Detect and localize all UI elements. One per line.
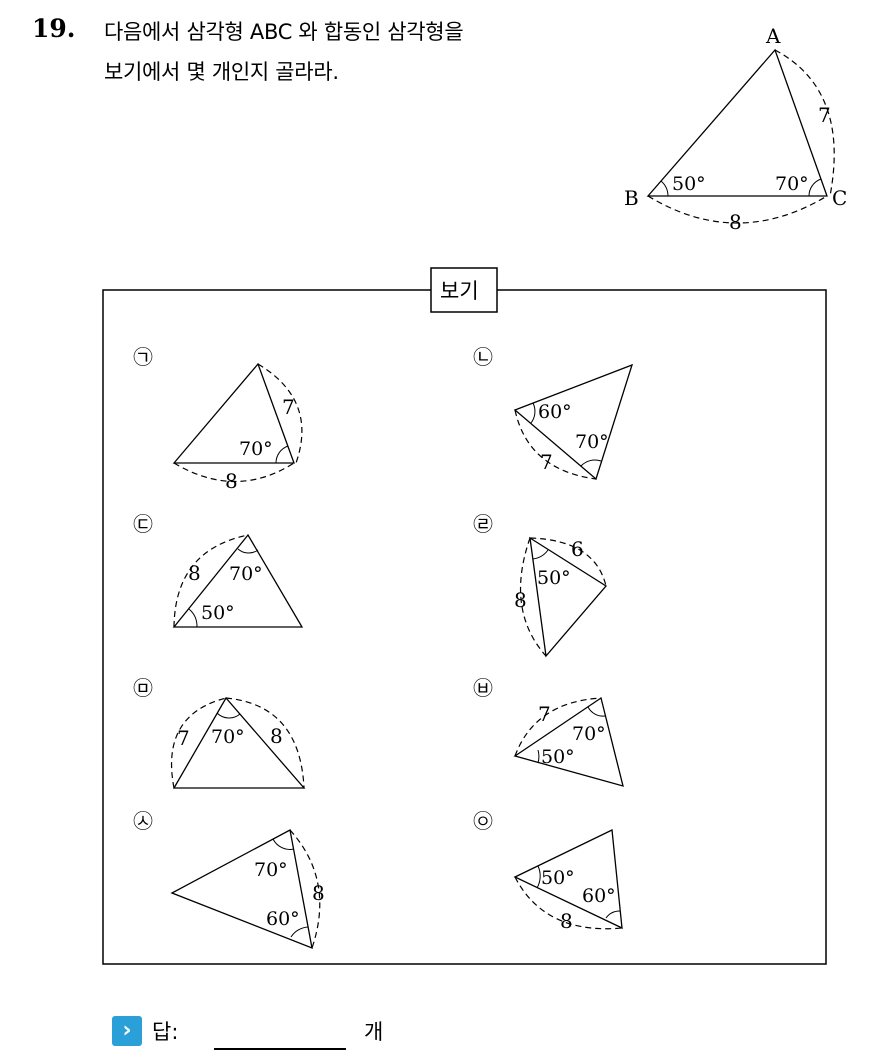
triangle-1 — [172, 362, 295, 464]
main-triangle-figure: A B C 7 8 50° 70° — [624, 24, 847, 234]
bogi-item-2: ㉡ 60° 70° 7 — [473, 345, 634, 481]
dashed-arc-2 — [514, 409, 597, 480]
angle-arc-8b — [605, 910, 621, 919]
side-ac-label: 7 — [818, 103, 831, 127]
item-3-angle-label-a: 70° — [229, 563, 263, 585]
angle-arc-8a — [536, 865, 541, 889]
angle-arc-7b — [290, 926, 309, 938]
item-6-angle-label-a: 70° — [572, 723, 606, 745]
angle-arc-c — [808, 178, 822, 197]
item-1-side-label: 7 — [282, 395, 295, 419]
dashed-arc-1a — [257, 363, 303, 464]
item-8-side-label: 8 — [560, 909, 573, 933]
triangle-3 — [172, 533, 304, 628]
item-4-angle-label: 50° — [537, 567, 571, 589]
item-5-angle-label: 70° — [211, 726, 245, 748]
item-marker-2: ㉡ — [473, 345, 493, 369]
item-3-side-label: 8 — [188, 561, 201, 585]
triangle-5 — [172, 696, 306, 789]
dashed-arc-6 — [514, 697, 602, 757]
item-5-side-label-b: 8 — [270, 724, 283, 748]
item-8-angle-label-b: 60° — [582, 885, 616, 907]
angle-c-label: 70° — [775, 173, 809, 195]
angle-arc-b — [660, 180, 669, 197]
angle-arc-5 — [216, 712, 241, 719]
item-6-side-label: 7 — [538, 702, 551, 726]
item-5-side-label-a: 7 — [177, 726, 190, 750]
answer-blank[interactable] — [214, 1048, 346, 1050]
item-marker-1: ㉠ — [133, 345, 153, 369]
vertex-b-label: B — [624, 186, 639, 210]
answer-label: 답: — [152, 1020, 179, 1044]
side-bc-label: 8 — [729, 210, 742, 234]
item-7-angle-label-a: 70° — [254, 859, 288, 881]
answer-row: › 답: 개 — [112, 1014, 512, 1050]
item-marker-7: ㉦ — [133, 809, 153, 833]
angle-arc-3b — [188, 608, 198, 628]
angle-b-label: 50° — [672, 173, 706, 195]
dashed-arc-ac — [774, 49, 835, 197]
question-text-line-2: 보기에서 몇 개인지 골라라. — [104, 60, 339, 84]
triangle-abc — [646, 48, 828, 197]
triangle-2 — [513, 363, 634, 481]
dashed-arc-4a — [529, 537, 607, 587]
bogi-item-6: ㉥ 7 70° 50° — [473, 676, 624, 787]
triangle-4 — [529, 536, 607, 658]
dashed-arc-7 — [289, 829, 321, 949]
item-2-side-label: 7 — [540, 450, 553, 474]
chevron-right-icon: › — [112, 1016, 142, 1046]
bogi-item-8: ㉧ 50° 60° 8 — [473, 809, 623, 933]
item-1-angle-label: 70° — [239, 438, 273, 460]
angle-arc-2a — [530, 402, 536, 424]
dashed-arc-5a — [170, 697, 227, 789]
dashed-arc-1b — [173, 462, 295, 483]
item-4-side-label-a: 6 — [571, 537, 584, 561]
item-2-angle-label-b: 70° — [575, 431, 609, 453]
item-6-angle-label-b: 50° — [541, 746, 575, 768]
bogi-item-4: ㉣ 6 50° 8 — [473, 512, 607, 658]
item-marker-4: ㉣ — [473, 512, 493, 536]
item-2-angle-label-a: 60° — [538, 401, 572, 423]
dashed-arc-4b — [520, 537, 547, 657]
angle-arc-3a — [237, 548, 259, 554]
item-marker-6: ㉥ — [473, 676, 493, 700]
dashed-arc-bc — [647, 195, 828, 224]
dashed-arc-3 — [173, 534, 249, 628]
angle-arc-7a — [272, 838, 295, 850]
item-4-side-label-b: 8 — [514, 588, 527, 612]
angle-arc-2b — [580, 459, 602, 467]
dashed-arc-5b — [225, 697, 305, 789]
angle-arc-4 — [532, 549, 549, 560]
item-7-angle-label-b: 60° — [266, 908, 300, 930]
item-1-base-label: 8 — [225, 469, 238, 493]
dashed-arc-8 — [514, 876, 623, 930]
angle-arc-6a — [537, 749, 540, 764]
item-marker-5: ㉤ — [133, 676, 153, 700]
bogi-title: 보기 — [440, 279, 479, 303]
question-text-line-1: 다음에서 삼각형 ABC 와 합동인 삼각형을 — [104, 20, 464, 44]
angle-arc-1 — [275, 445, 289, 464]
vertex-c-label: C — [832, 186, 847, 210]
angle-arc-6b — [587, 706, 606, 717]
answer-unit: 개 — [364, 1020, 384, 1044]
bogi-title-box — [430, 267, 498, 313]
item-3-angle-label-b: 50° — [201, 602, 235, 624]
triangle-7 — [170, 829, 313, 950]
bogi-item-7: ㉦ 70° 8 60° — [133, 809, 325, 950]
bogi-item-1: ㉠ 7 70° 8 — [133, 345, 303, 493]
bogi-box: 보기 ㉠ 7 70° 8 ㉡ 60° 70° 7 ㉢ 8 70° 50° ㉣ — [102, 267, 827, 965]
vertex-a-label: A — [765, 24, 781, 48]
bogi-item-5: ㉤ 7 70° 8 — [133, 676, 306, 789]
triangle-8 — [513, 829, 623, 930]
bogi-item-3: ㉢ 8 70° 50° — [133, 512, 304, 628]
item-8-angle-label-a: 50° — [541, 867, 575, 889]
question-number: 19. — [32, 14, 76, 43]
item-marker-3: ㉢ — [133, 512, 153, 536]
item-marker-8: ㉧ — [473, 809, 493, 833]
item-7-side-label: 8 — [312, 881, 325, 905]
triangle-6 — [513, 696, 624, 787]
